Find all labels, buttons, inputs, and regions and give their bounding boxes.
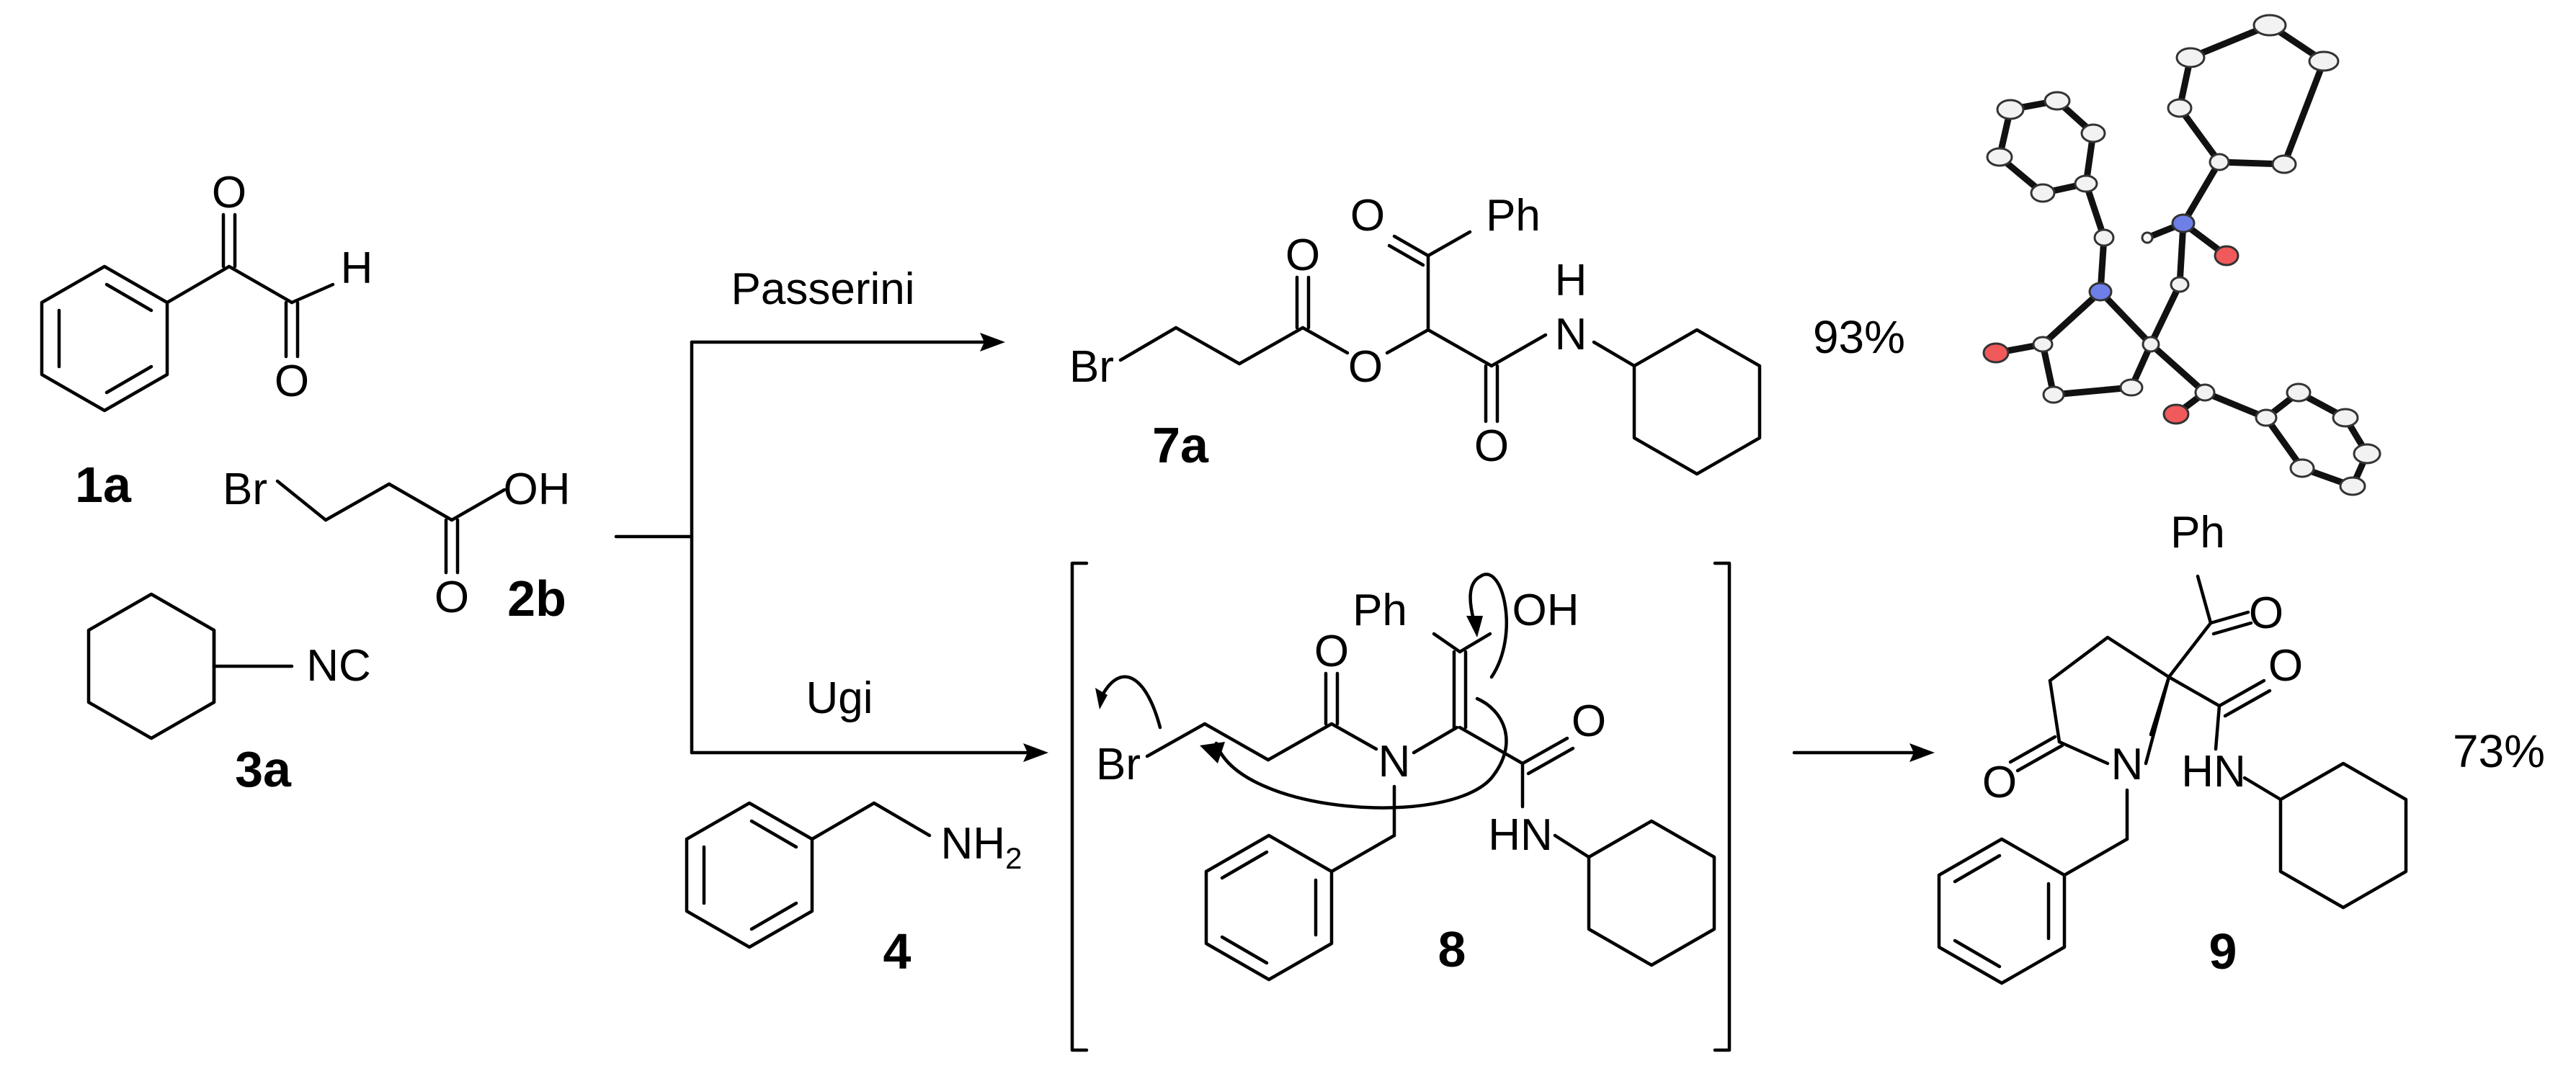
- c7a-amide-nitrogen: N: [1555, 310, 1587, 359]
- c9-ketone-oxygen: O: [2249, 588, 2283, 638]
- c1a-hydrogen: H: [341, 243, 373, 293]
- compound-3a-structure: NC: [86, 592, 371, 740]
- branch-arrows: [614, 333, 1048, 762]
- c3a-isocyanide: NC: [306, 641, 371, 691]
- compound-label-9: 9: [2209, 923, 2237, 980]
- crystal-structure-ortep: [1982, 14, 2381, 496]
- compound-8-structure: Br O N Ph OH O HN: [1096, 586, 1716, 982]
- c8-hydroxyl: OH: [1512, 586, 1579, 635]
- cyclization-arrow: [1792, 743, 1935, 762]
- bracket-left: [1070, 561, 1089, 1052]
- condition-passerini: Passerini: [731, 264, 915, 314]
- compound-label-2b: 2b: [507, 570, 566, 627]
- c9-phenyl: Ph: [2170, 508, 2225, 557]
- c2b-oxygen: O: [434, 573, 469, 622]
- c7a-phenyl: Ph: [1486, 191, 1541, 241]
- c4-amine: NH2: [941, 819, 1022, 875]
- compound-1a-structure: O O H: [40, 168, 373, 413]
- c9-amide-oxygen: O: [2268, 641, 2303, 691]
- yield-9: 73%: [2453, 725, 2545, 777]
- c8-bromine: Br: [1096, 740, 1141, 789]
- electron-arrows: [1095, 573, 1508, 810]
- c8-nitrogen: N: [1378, 737, 1411, 787]
- c7a-bromine: Br: [1069, 342, 1114, 392]
- c2b-bromine: Br: [223, 465, 267, 514]
- compound-9-structure: O N Ph O O HN: [1937, 508, 2408, 985]
- c1a-oxygen-2: O: [275, 357, 309, 406]
- c1a-oxygen-1: O: [212, 168, 246, 218]
- c7a-amide-oxygen: O: [1474, 421, 1509, 471]
- c2b-hydroxyl: OH: [504, 465, 571, 514]
- c8-phenyl: Ph: [1352, 586, 1407, 635]
- compound-label-3a: 3a: [235, 741, 292, 797]
- c7a-ester-carbonyl-oxygen: O: [1285, 230, 1320, 280]
- compound-label-7a: 7a: [1152, 417, 1209, 473]
- c7a-amide-hydrogen: H: [1555, 256, 1587, 305]
- compound-7a-structure: Br O O O Ph O N H: [1069, 191, 1762, 476]
- compound-label-4: 4: [883, 923, 912, 980]
- c9-amide-nh: HN: [2181, 747, 2246, 797]
- c9-lactam-oxygen: O: [1982, 758, 2017, 807]
- compound-label-1a: 1a: [75, 457, 132, 513]
- c7a-ketone-oxygen: O: [1350, 191, 1385, 241]
- c8-amide-oxygen: O: [1572, 696, 1606, 746]
- yield-7a: 93%: [1813, 311, 1905, 363]
- c8-amide-nh: HN: [1488, 810, 1553, 860]
- compound-2b-structure: Br OH O: [223, 465, 571, 622]
- c7a-ester-oxygen: O: [1348, 342, 1383, 392]
- bracket-right: [1713, 561, 1732, 1052]
- c8-acyl-oxygen: O: [1314, 627, 1349, 676]
- compound-4-structure: NH2: [685, 801, 1022, 949]
- compound-label-8: 8: [1438, 921, 1466, 977]
- condition-ugi: Ugi: [806, 673, 873, 723]
- c9-nitrogen: N: [2111, 740, 2144, 789]
